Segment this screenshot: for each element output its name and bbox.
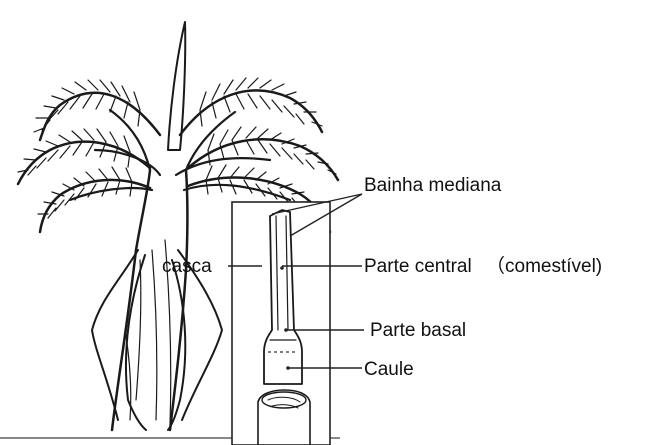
label-parte-central: Parte central	[364, 257, 472, 276]
label-caule: Caule	[364, 360, 414, 379]
cross-section-inset	[232, 202, 330, 445]
palm-trunk	[112, 170, 188, 430]
label-casca: casca	[162, 257, 212, 276]
label-comestivel: （comestível)	[486, 257, 602, 276]
label-parte-basal: Parte basal	[370, 321, 466, 340]
lower-leaf-right	[168, 250, 222, 430]
label-bainha-mediana: Bainha mediana	[364, 176, 501, 195]
lower-leaf-left	[92, 250, 146, 430]
